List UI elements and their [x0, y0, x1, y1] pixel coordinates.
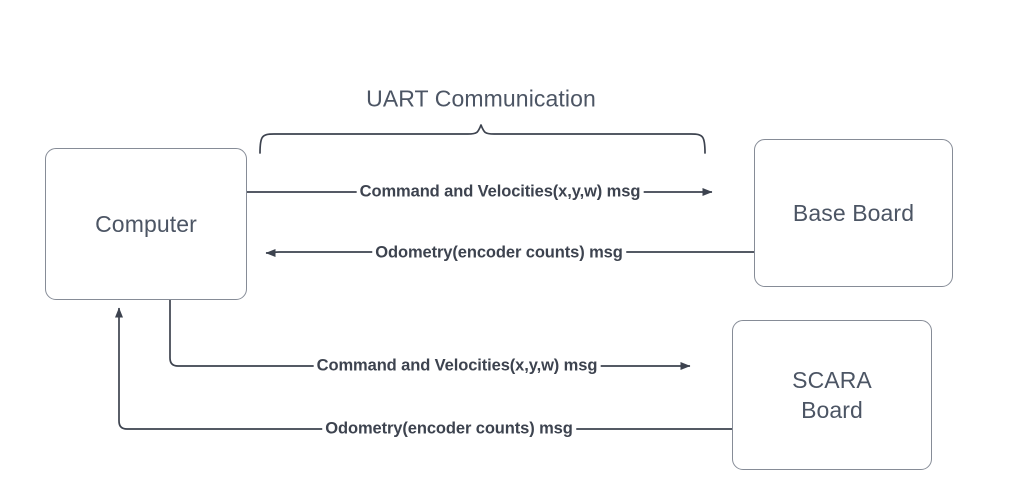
- edge-label-base-board-to-computer: Odometry(encoder counts) msg: [372, 243, 626, 263]
- uart-brace: [259, 124, 706, 154]
- node-computer[interactable]: Computer: [45, 148, 247, 300]
- node-scara-board-label-line1: SCARA: [792, 366, 872, 393]
- edge-label-scara-board-to-computer: Odometry(encoder counts) msg: [322, 419, 576, 439]
- node-scara-board[interactable]: SCARA Board: [732, 320, 932, 470]
- node-base-board-label: Base Board: [792, 199, 915, 226]
- node-scara-board-label-line2: Board: [801, 397, 863, 423]
- edge-label-computer-to-base-board: Command and Velocities(x,y,w) msg: [356, 182, 644, 202]
- node-computer-label: Computer: [95, 210, 197, 237]
- node-base-board[interactable]: Base Board: [754, 139, 953, 287]
- uart-group-label: UART Communication: [366, 85, 596, 112]
- edge-label-computer-to-scara-board: Command and Velocities(x,y,w) msg: [313, 356, 601, 376]
